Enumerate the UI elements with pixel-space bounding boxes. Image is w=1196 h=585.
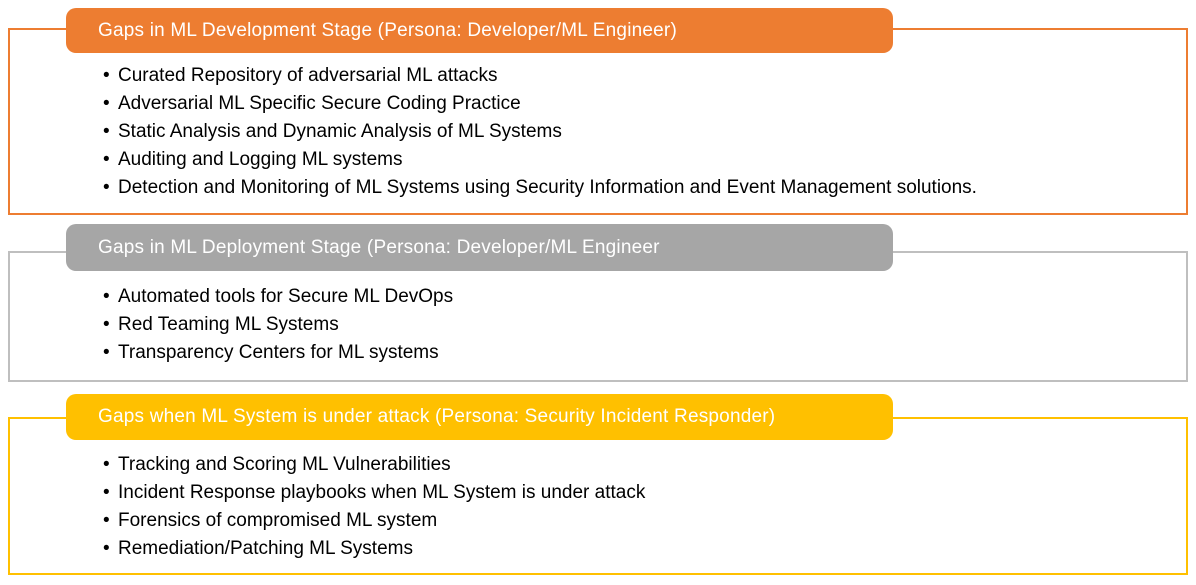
- header-under-attack-label: Gaps when ML System is under attack (Per…: [98, 406, 776, 427]
- list-item: Incident Response playbooks when ML Syst…: [103, 479, 1163, 507]
- list-item: Red Teaming ML Systems: [103, 311, 1163, 339]
- header-development-stage: Gaps in ML Development Stage (Persona: D…: [66, 8, 893, 53]
- header-deployment-stage: Gaps in ML Deployment Stage (Persona: De…: [66, 224, 893, 271]
- bullet-list-deployment: Automated tools for Secure ML DevOps Red…: [103, 283, 1163, 367]
- list-item: Detection and Monitoring of ML Systems u…: [103, 174, 1163, 202]
- header-deployment-stage-label: Gaps in ML Deployment Stage (Persona: De…: [98, 236, 660, 258]
- bullet-list-under-attack: Tracking and Scoring ML Vulnerabilities …: [103, 451, 1163, 563]
- header-under-attack: Gaps when ML System is under attack (Per…: [66, 394, 893, 440]
- header-development-stage-label: Gaps in ML Development Stage (Persona: D…: [98, 19, 677, 41]
- list-item: Adversarial ML Specific Secure Coding Pr…: [103, 90, 1163, 118]
- bullet-list-development: Curated Repository of adversarial ML att…: [103, 62, 1163, 202]
- list-item: Static Analysis and Dynamic Analysis of …: [103, 118, 1163, 146]
- list-item: Auditing and Logging ML systems: [103, 146, 1163, 174]
- list-item: Transparency Centers for ML systems: [103, 339, 1163, 367]
- list-item: Automated tools for Secure ML DevOps: [103, 283, 1163, 311]
- list-item: Forensics of compromised ML system: [103, 507, 1163, 535]
- list-item: Remediation/Patching ML Systems: [103, 535, 1163, 563]
- list-item: Tracking and Scoring ML Vulnerabilities: [103, 451, 1163, 479]
- list-item: Curated Repository of adversarial ML att…: [103, 62, 1163, 90]
